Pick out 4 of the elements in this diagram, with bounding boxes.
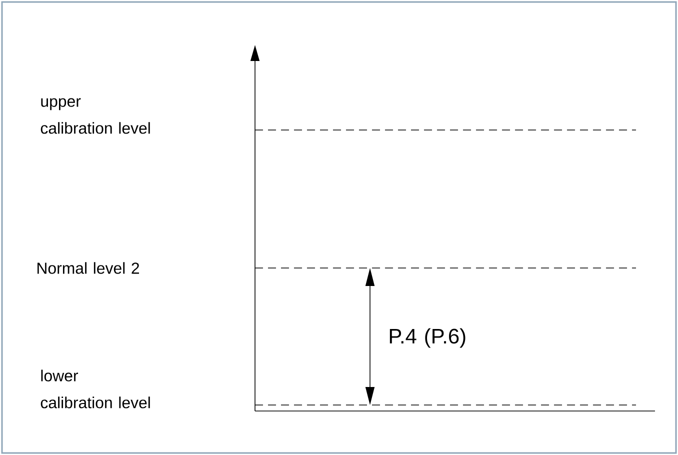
label-text: lower calibration level <box>40 370 150 408</box>
label-text: upper calibration level <box>40 98 150 134</box>
label-text: Normal level 2 <box>38 262 139 274</box>
label-text: P.4 (P.6) <box>390 328 466 348</box>
